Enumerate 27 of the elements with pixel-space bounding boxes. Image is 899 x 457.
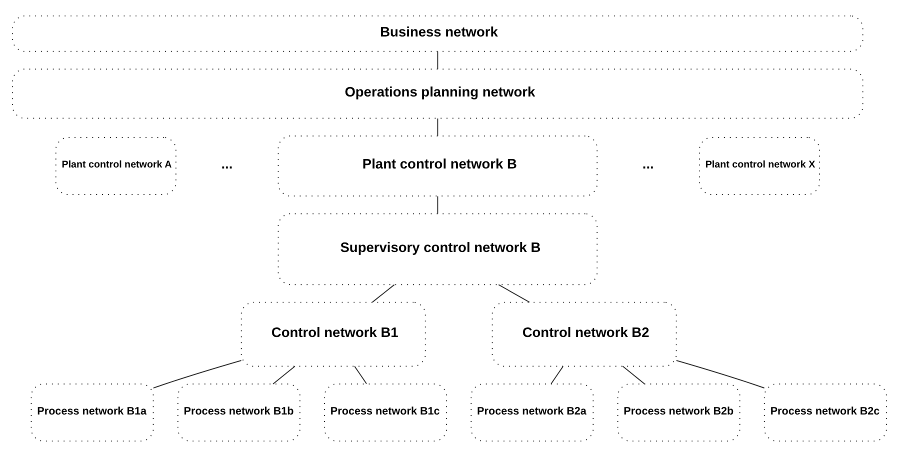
connector bbox=[676, 360, 765, 389]
label: ... bbox=[642, 156, 654, 172]
connector bbox=[354, 366, 368, 384]
node-box: Process network B2c bbox=[764, 384, 887, 442]
node-box: Process network B1a bbox=[30, 384, 154, 442]
label: ... bbox=[221, 156, 233, 172]
node-box: Process network B2a bbox=[470, 384, 594, 442]
node-box: Process network B2b bbox=[617, 384, 740, 442]
node-box: Control network B1 bbox=[240, 302, 426, 367]
connector bbox=[272, 366, 296, 384]
connector bbox=[152, 360, 242, 389]
connector bbox=[372, 284, 395, 303]
connector bbox=[498, 284, 530, 303]
node-box: Plant control network A bbox=[55, 136, 176, 196]
node-box: Supervisory control network B bbox=[278, 213, 598, 286]
node-box: Business network bbox=[12, 15, 864, 52]
connector bbox=[437, 50, 438, 70]
node-box: Plant control network B bbox=[278, 136, 598, 197]
node-box: Control network B2 bbox=[492, 302, 677, 367]
connector bbox=[437, 118, 438, 136]
connector bbox=[622, 366, 646, 384]
node-box: Process network B1c bbox=[324, 384, 448, 442]
connector bbox=[437, 196, 438, 214]
node-box: Plant control network X bbox=[698, 136, 820, 196]
node-box: Operations planning network bbox=[12, 68, 864, 119]
connector bbox=[550, 366, 564, 384]
node-box: Process network B1b bbox=[177, 384, 300, 442]
